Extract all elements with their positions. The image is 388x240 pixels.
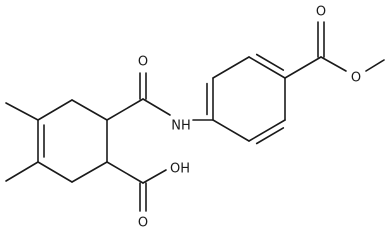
bond-ph-p6-p1 (212, 119, 250, 142)
bond-ring-e-f (37, 161, 73, 183)
bond-phenyl-to-ester-carbon (284, 56, 322, 79)
atom-o-ester-single: O (351, 71, 361, 86)
bond-ester-o-to-methyl (365, 59, 385, 72)
atom-o-amide: O (138, 55, 148, 70)
bond-acid-carbon-to-oh (142, 169, 167, 184)
atom-o-ester-carbonyl: O (316, 5, 326, 20)
bond-ring-a-b (37, 99, 73, 121)
atom-nh: NH (171, 119, 191, 134)
bond-ring-to-amide-carbon (106, 98, 144, 121)
bond-ester-carbon-to-o (320, 56, 347, 72)
bond-ph-p5-p6 (248, 119, 286, 142)
bond-ring-b-c (71, 99, 108, 121)
bond-amide-carbon-to-n (142, 98, 171, 116)
atom-o-acid: O (138, 216, 148, 231)
bond-methyl-bottom (5, 161, 39, 182)
bond-ph-p3-p4 (248, 56, 286, 79)
bond-ph-double-3 (255, 127, 285, 145)
bond-ring-d-e (71, 161, 108, 183)
bond-ring-to-acid-carbon (106, 161, 144, 184)
bond-methyl-top (5, 102, 39, 121)
bond-ph-p2-p3 (212, 56, 250, 79)
bond-ph-double-2 (255, 53, 285, 71)
atom-oh: OH (170, 162, 190, 177)
